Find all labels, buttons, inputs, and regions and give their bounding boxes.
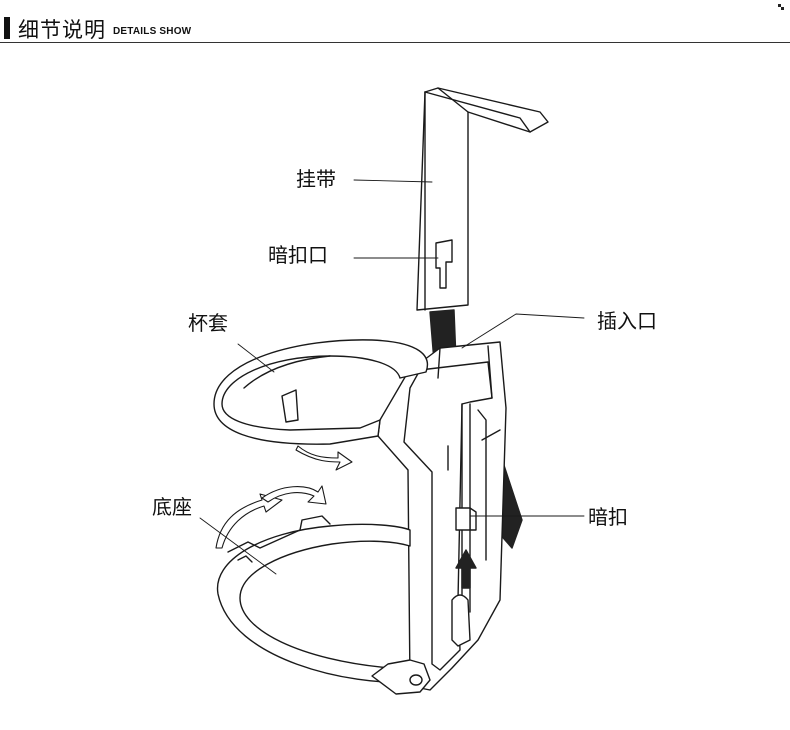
label-hidden-clip: 暗扣 xyxy=(588,505,628,529)
cup-sleeve-part xyxy=(213,339,428,445)
base-part xyxy=(216,515,431,695)
strap-part xyxy=(416,87,549,311)
leader-lines xyxy=(199,179,585,575)
page-title: 细节说明 xyxy=(18,18,106,42)
page-header: 细节说明 DETAILS SHOW xyxy=(0,0,790,44)
label-strap: 挂带 xyxy=(296,167,336,191)
page-subtitle: DETAILS SHOW xyxy=(113,26,192,37)
rotation-arrows-icon xyxy=(215,445,353,549)
up-arrow-icon xyxy=(455,549,477,589)
label-hidden-slot: 暗扣口 xyxy=(268,243,328,267)
label-insert-slot: 插入口 xyxy=(597,309,657,333)
hidden-clip-part xyxy=(455,507,477,531)
header-divider xyxy=(0,42,790,43)
label-base: 底座 xyxy=(152,495,192,519)
cup-holder-diagram: 挂带 暗扣口 杯套 插入口 底座 暗扣 xyxy=(0,44,790,730)
label-cup-sleeve: 杯套 xyxy=(188,311,228,335)
header-accent-bar xyxy=(4,17,10,39)
diagram-svg: 挂带 暗扣口 杯套 插入口 底座 暗扣 xyxy=(152,87,657,695)
corner-mark-icon xyxy=(778,4,784,10)
